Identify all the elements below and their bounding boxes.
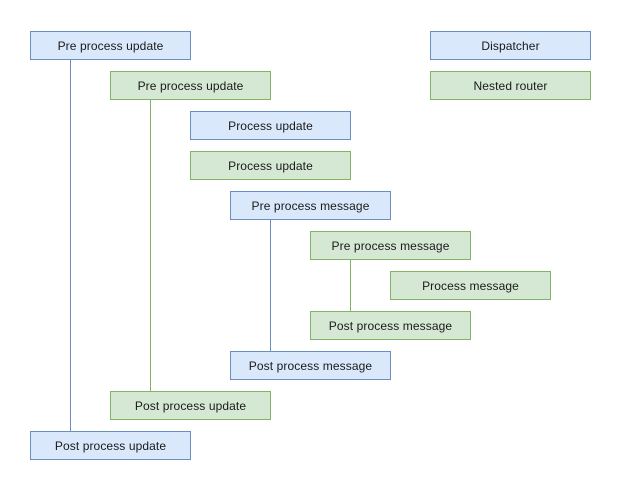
node-post-process-update-dispatcher[interactable]: Post process update <box>30 431 191 460</box>
edge-pre-message-to-post-message-dispatcher <box>270 220 271 351</box>
edge-pre-update-to-post-update-dispatcher <box>70 60 71 431</box>
node-post-process-update-router[interactable]: Post process update <box>110 391 271 420</box>
node-process-update-router[interactable]: Process update <box>190 151 351 180</box>
node-pre-process-update-router[interactable]: Pre process update <box>110 71 271 100</box>
legend-item-dispatcher[interactable]: Dispatcher <box>430 31 591 60</box>
edge-pre-update-to-post-update-router <box>150 100 151 391</box>
node-process-message-router[interactable]: Process message <box>390 271 551 300</box>
node-pre-process-message-router[interactable]: Pre process message <box>310 231 471 260</box>
node-post-process-message-router[interactable]: Post process message <box>310 311 471 340</box>
node-post-process-message-dispatcher[interactable]: Post process message <box>230 351 391 380</box>
node-process-update-dispatcher[interactable]: Process update <box>190 111 351 140</box>
edge-pre-message-to-post-message-router <box>350 260 351 311</box>
node-pre-process-message-dispatcher[interactable]: Pre process message <box>230 191 391 220</box>
legend-item-nested-router[interactable]: Nested router <box>430 71 591 100</box>
node-pre-process-update-dispatcher[interactable]: Pre process update <box>30 31 191 60</box>
